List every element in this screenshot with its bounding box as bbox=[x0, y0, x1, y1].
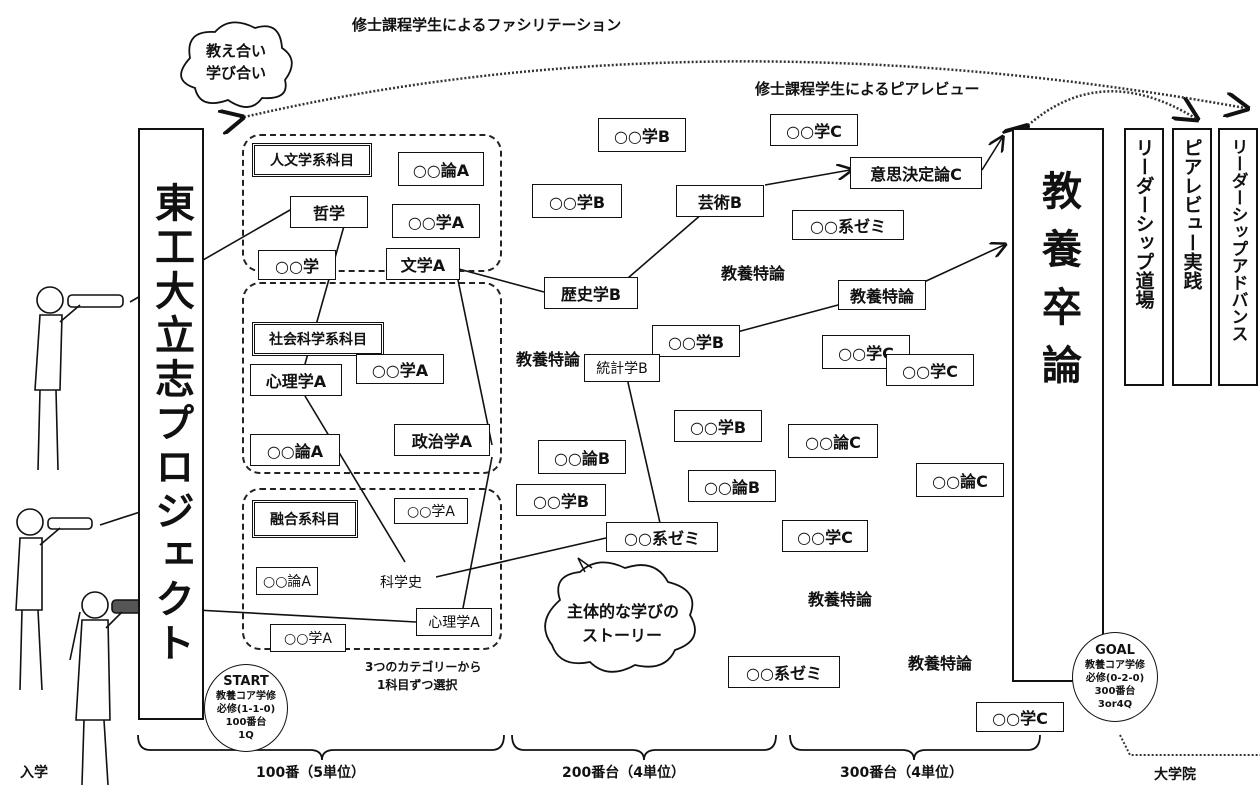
course-psychology-a[interactable]: 心理学A bbox=[250, 364, 342, 396]
grad-dotted bbox=[1119, 734, 1260, 756]
course-f-gaku-a2[interactable]: ○○学A bbox=[270, 624, 346, 652]
range-200-label: 200番台（4単位） bbox=[562, 765, 685, 781]
grad-school-label: 大学院 bbox=[1154, 767, 1196, 783]
course-history-b[interactable]: 歴史学B bbox=[544, 277, 638, 309]
entry-label: 入学 bbox=[20, 765, 48, 781]
course-r-gaku-c4[interactable]: ○○学C bbox=[782, 520, 868, 552]
range-300-label: 300番台（4単位） bbox=[840, 765, 963, 781]
goal-line4: 3or4Q bbox=[1097, 699, 1133, 710]
start-line2: 必修(1-1-0) bbox=[216, 704, 276, 715]
note-select-line1: 3つのカテゴリーから bbox=[365, 660, 482, 674]
range-100-label: 100番（5単位） bbox=[256, 765, 365, 781]
goal-line2: 必修(0-2-0) bbox=[1085, 673, 1145, 684]
course-r-gaku-c1[interactable]: ○○学C bbox=[770, 114, 858, 146]
course-history-science[interactable]: 科学史 bbox=[366, 568, 436, 596]
note-select-line2: 1科目ずつ選択 bbox=[377, 678, 458, 692]
course-literature-a[interactable]: 文学A bbox=[386, 248, 460, 280]
goal-line3: 300番台 bbox=[1094, 686, 1136, 697]
course-m-kyoyo-tokuron2[interactable]: 教養特論 bbox=[516, 350, 581, 369]
category-social: 社会科学系科目 bbox=[252, 322, 384, 356]
student-figure-2 bbox=[15, 508, 93, 691]
start-badge: START 教養コア学修 必修(1-1-0) 100番台 1Q bbox=[204, 664, 288, 752]
peer-review-label: 修士課程学生によるピアレビュー bbox=[755, 80, 980, 98]
cloud-center-shape bbox=[544, 561, 696, 673]
goal-badge: GOAL 教養コア学修 必修(0-2-0) 300番台 3or4Q bbox=[1072, 632, 1158, 722]
course-r-kyoyo-tokuron1[interactable]: 教養特論 bbox=[838, 280, 926, 310]
course-r-ron-c1[interactable]: ○○論C bbox=[788, 424, 878, 458]
start-title: START bbox=[223, 674, 269, 689]
cloud-top-shape bbox=[180, 21, 293, 108]
course-decision-theory-c[interactable]: 意思決定論C bbox=[850, 157, 982, 189]
peer-review-practice: ピアレビュー実践 bbox=[1172, 128, 1212, 386]
course-r-kyoyo-tokuron2[interactable]: 教養特論 bbox=[808, 590, 873, 609]
course-r-kyoyo-tokuron3[interactable]: 教養特論 bbox=[908, 654, 973, 673]
cloud-top-line2: 学び合い bbox=[206, 64, 267, 82]
category-fusion: 融合系科目 bbox=[252, 500, 358, 538]
course-f-gaku-a[interactable]: ○○学A bbox=[394, 498, 468, 524]
start-line4: 1Q bbox=[238, 730, 254, 741]
peer-review-arc bbox=[1025, 90, 1195, 128]
course-m-gaku-b1[interactable]: ○○学B bbox=[598, 118, 686, 152]
course-politics-a[interactable]: 政治学A bbox=[394, 424, 490, 456]
course-m-ron-b1[interactable]: ○○論B bbox=[538, 440, 626, 474]
course-h-gaku[interactable]: ○○学 bbox=[258, 250, 336, 280]
leadership-advance: リーダーシップアドバンス bbox=[1218, 128, 1258, 386]
course-art-b[interactable]: 芸術B bbox=[676, 185, 764, 217]
course-h-ron-a[interactable]: ○○論A bbox=[398, 152, 484, 186]
student-figure-1 bbox=[34, 286, 124, 471]
category-humanities: 人文学系科目 bbox=[252, 143, 372, 177]
course-r-gaku-c2[interactable]: ○○学C bbox=[822, 335, 910, 369]
start-line1: 教養コア学修 bbox=[216, 691, 276, 702]
fusion-group bbox=[242, 488, 502, 650]
course-r-ron-c2[interactable]: ○○論C bbox=[916, 463, 1004, 497]
facilitation-label: 修士課程学生によるファシリテーション bbox=[352, 16, 622, 34]
cloud-top-line1: 教え合い bbox=[206, 42, 267, 60]
course-statistics-b[interactable]: 統計学B bbox=[584, 354, 660, 382]
humanities-group bbox=[242, 134, 502, 272]
course-r-gaku-c5[interactable]: ○○学C bbox=[976, 702, 1064, 732]
cloud-center-line1: 主体的な学びの bbox=[567, 602, 680, 621]
course-philosophy[interactable]: 哲学 bbox=[290, 196, 368, 228]
tokodai-rishi-project: 東工大立志プロジェクト bbox=[138, 128, 204, 720]
course-m-ron-b2[interactable]: ○○論B bbox=[688, 470, 776, 502]
goal-line1: 教養コア学修 bbox=[1085, 660, 1145, 671]
course-m-gaku-b5[interactable]: ○○学B bbox=[516, 484, 606, 516]
goal-title: GOAL bbox=[1095, 643, 1135, 658]
course-s-gaku-a[interactable]: ○○学A bbox=[356, 354, 444, 384]
brace-100 bbox=[137, 734, 505, 761]
facilitation-arc bbox=[240, 60, 1245, 118]
brace-200 bbox=[511, 734, 777, 761]
course-m-gaku-b2[interactable]: ○○学B bbox=[532, 184, 622, 218]
brace-300 bbox=[789, 734, 1041, 761]
course-f-ron-a[interactable]: ○○論A bbox=[256, 567, 319, 595]
social-group bbox=[242, 282, 502, 474]
kyoyo-sotsuron: 教養卒論 bbox=[1012, 128, 1104, 682]
course-m-kyoyo-tokuron1[interactable]: 教養特論 bbox=[721, 264, 786, 283]
cloud-center-line2: ストーリー bbox=[582, 626, 663, 645]
course-r-gaku-c3[interactable]: ○○学C bbox=[886, 354, 974, 386]
student-figure-3 bbox=[69, 591, 161, 786]
course-f-psychology-a[interactable]: 心理学A bbox=[416, 608, 492, 636]
course-h-gaku-a[interactable]: ○○学A bbox=[392, 204, 480, 238]
course-r-seminar[interactable]: ○○系ゼミ bbox=[792, 210, 904, 240]
course-m-seminar1[interactable]: ○○系ゼミ bbox=[606, 522, 718, 552]
course-m-gaku-b3[interactable]: ○○学B bbox=[652, 325, 740, 357]
start-line3: 100番台 bbox=[225, 717, 267, 728]
leadership-dojo: リーダーシップ道場 bbox=[1124, 128, 1164, 386]
course-s-ron-a[interactable]: ○○論A bbox=[250, 434, 340, 466]
course-r-seminar2[interactable]: ○○系ゼミ bbox=[728, 656, 840, 688]
course-m-gaku-b4[interactable]: ○○学B bbox=[674, 410, 762, 442]
